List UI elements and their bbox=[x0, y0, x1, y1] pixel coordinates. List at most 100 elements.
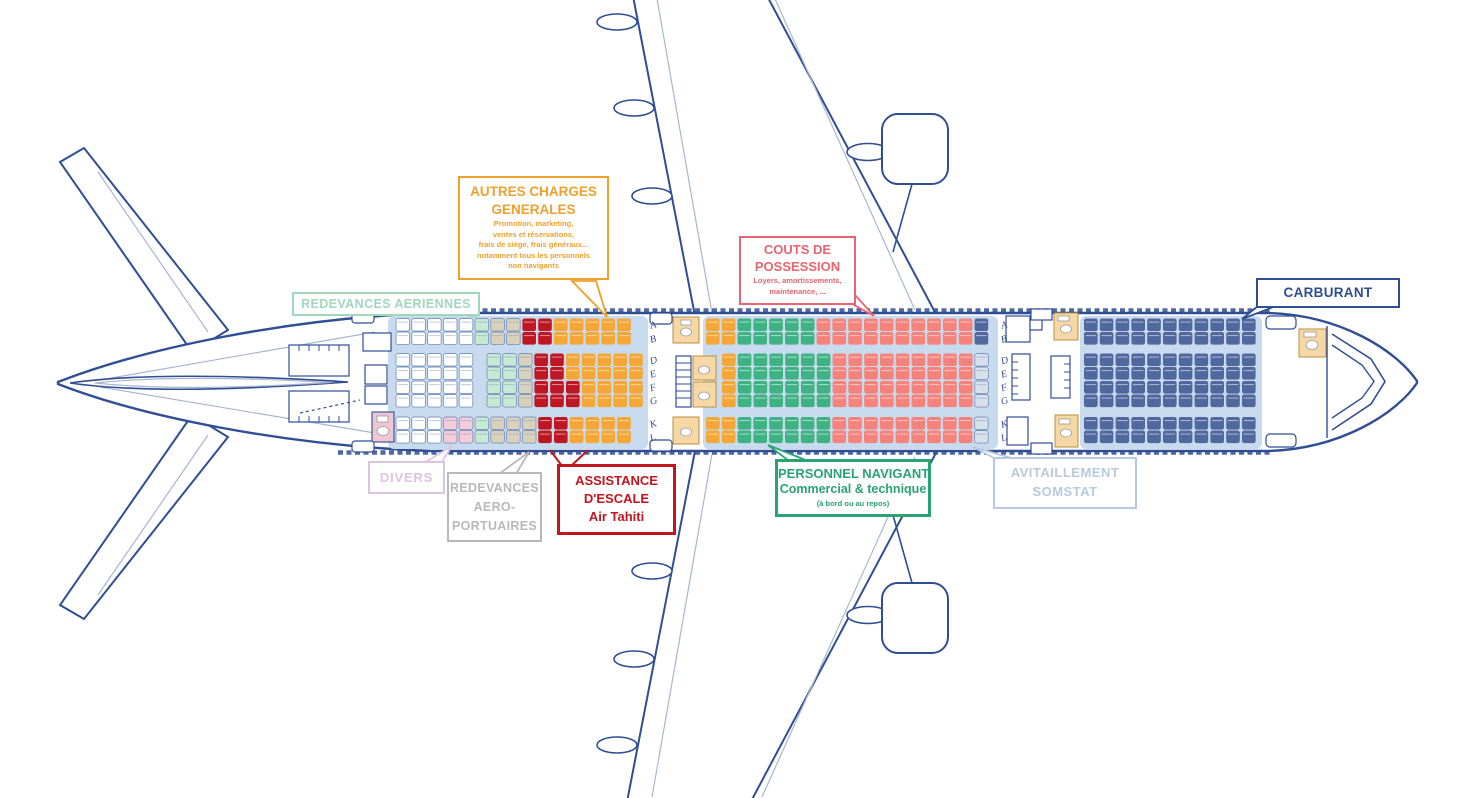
vertical-fin bbox=[69, 331, 376, 434]
seat-beige bbox=[490, 416, 505, 431]
label-sub: maintenance, ... bbox=[769, 286, 826, 296]
seat-salmon bbox=[895, 430, 910, 444]
seat-darkred bbox=[534, 394, 548, 408]
row-letter: E bbox=[999, 369, 1009, 382]
front-door bbox=[1030, 442, 1053, 455]
rear-door bbox=[351, 440, 375, 453]
seat-green bbox=[737, 332, 752, 345]
seat-beige bbox=[506, 430, 521, 444]
seat-darkblue bbox=[1163, 367, 1177, 380]
seat-beige bbox=[518, 353, 533, 367]
seat-salmon bbox=[848, 353, 862, 367]
flap-fairing bbox=[596, 736, 638, 754]
label-redevances-aeroportuaires: REDEVANCES AERO- PORTUAIRES bbox=[447, 472, 542, 543]
seat-salmon bbox=[943, 318, 957, 332]
seat-green bbox=[737, 353, 752, 367]
seat-pink bbox=[442, 430, 458, 444]
seat-darkblue bbox=[1147, 353, 1161, 367]
seat-mint bbox=[502, 394, 517, 408]
seat-beige bbox=[490, 430, 505, 444]
seat-green bbox=[816, 353, 831, 367]
seat-salmon bbox=[943, 417, 957, 430]
seat-darkblue bbox=[1084, 367, 1098, 380]
label-title: COUTS DE bbox=[763, 242, 832, 257]
label-title: Commercial & technique bbox=[779, 482, 927, 497]
flap-fairing bbox=[631, 187, 673, 205]
seat-darkblue bbox=[1084, 332, 1098, 345]
seat-orange bbox=[706, 417, 720, 430]
seat-salmon bbox=[895, 353, 910, 367]
seat-darkblue bbox=[1115, 332, 1130, 345]
row-letter: B bbox=[649, 334, 658, 346]
seat-salmon bbox=[927, 430, 941, 444]
seat-orange bbox=[601, 318, 615, 332]
galley bbox=[1005, 315, 1031, 343]
seat-darkblue bbox=[1242, 332, 1256, 345]
seat-orange bbox=[617, 417, 631, 430]
seat-green bbox=[753, 332, 767, 345]
row-letter: L bbox=[999, 432, 1009, 445]
seat-darkblue bbox=[1115, 367, 1130, 380]
seat-darkblue bbox=[1099, 367, 1114, 380]
seat-darkblue bbox=[1194, 367, 1209, 380]
seat-green bbox=[785, 381, 799, 394]
label-text: DIVERS bbox=[379, 470, 434, 485]
seat-white bbox=[458, 380, 474, 395]
seat-orange bbox=[569, 332, 584, 345]
seat-white bbox=[442, 380, 458, 395]
seat-darkblue bbox=[1099, 353, 1114, 367]
seat-green bbox=[800, 417, 815, 430]
seat-beige bbox=[506, 416, 521, 431]
seat-green bbox=[785, 417, 799, 430]
seat-mint bbox=[486, 380, 502, 395]
row-letter: G bbox=[649, 395, 659, 408]
seat-orange bbox=[597, 367, 612, 380]
seat-salmon bbox=[895, 367, 910, 380]
seat-green bbox=[816, 381, 831, 394]
mid-door bbox=[649, 439, 673, 452]
seat-salmon bbox=[864, 367, 878, 380]
label-sub: notamment tous les personnels bbox=[477, 250, 590, 260]
seat-mint bbox=[486, 353, 502, 367]
seat-darkblue bbox=[1131, 394, 1145, 408]
label-sub: (à bord ou au repos) bbox=[816, 498, 890, 508]
seat-white bbox=[442, 366, 458, 381]
label-title: POSSESSION bbox=[754, 258, 841, 274]
seat-salmon bbox=[879, 318, 894, 332]
seat-white bbox=[458, 353, 474, 367]
seat-darkblue bbox=[1084, 430, 1098, 444]
label-title: PERSONNEL NAVIGANT bbox=[778, 466, 930, 481]
seat-orange bbox=[629, 353, 643, 367]
seat-salmon bbox=[958, 332, 973, 345]
seat-salmon bbox=[832, 353, 847, 367]
seat-lightblue bbox=[974, 353, 989, 367]
seat-green bbox=[816, 367, 831, 380]
seat-darkblue bbox=[1163, 332, 1177, 345]
seat-beige bbox=[518, 366, 533, 381]
seat-salmon bbox=[832, 381, 847, 394]
seat-green bbox=[769, 318, 783, 332]
seat-salmon bbox=[864, 430, 878, 444]
seat-beige bbox=[506, 318, 521, 332]
seat-darkblue bbox=[1084, 353, 1098, 367]
seat-green bbox=[737, 430, 752, 444]
seat-darkblue bbox=[1178, 367, 1193, 380]
seat-orange bbox=[722, 367, 736, 380]
seat-darkblue bbox=[1131, 318, 1145, 332]
seat-salmon bbox=[911, 353, 926, 367]
seat-mint bbox=[486, 394, 502, 408]
seat-white bbox=[411, 331, 426, 346]
seat-darkblue bbox=[1163, 353, 1177, 367]
seat-salmon bbox=[927, 417, 941, 430]
seat-green bbox=[753, 381, 768, 394]
seat-salmon bbox=[864, 353, 878, 367]
seat-darkblue bbox=[1194, 417, 1209, 430]
seat-white bbox=[442, 331, 458, 346]
seat-darkred bbox=[554, 430, 568, 444]
seat-darkblue bbox=[1163, 417, 1177, 430]
seat-darkblue bbox=[1210, 394, 1224, 408]
row-letter: F bbox=[999, 382, 1010, 395]
seat-salmon bbox=[879, 417, 894, 430]
seat-darkblue bbox=[1131, 367, 1145, 380]
